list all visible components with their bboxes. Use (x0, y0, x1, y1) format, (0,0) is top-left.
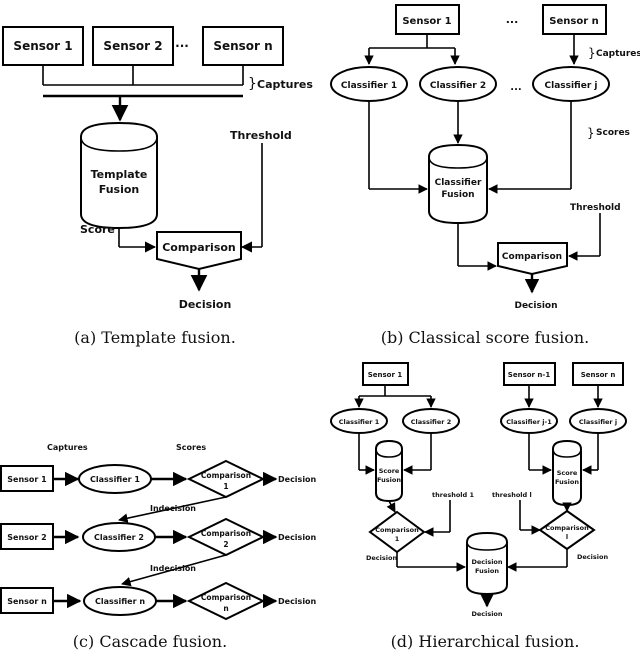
d-caption: (d) Hierarchical fusion. (391, 632, 580, 651)
d-sensor-n1-label: Sensor n-1 (508, 371, 551, 379)
b-comparison-label: Comparison (502, 252, 562, 262)
d-score-fusion-left-line2: Fusion (377, 476, 401, 484)
d-score-fusion-left-line1: Score (379, 467, 400, 475)
panel-b-classical-score-fusion: Sensor 1 ... Sensor n } Captures Classif… (330, 4, 640, 347)
b-classifier-fusion-cylinder (428, 143, 488, 225)
c-sensor-1-label: Sensor 1 (7, 475, 47, 484)
c-comparison-1-line2: 1 (223, 482, 228, 491)
d-classifier-2-label: Classifier 2 (411, 418, 452, 426)
c-classifier-2-label: Classifier 2 (94, 533, 144, 542)
a-sensor-2-label: Sensor 2 (103, 39, 162, 53)
b-classifier-fusion-line2: Fusion (441, 190, 474, 200)
a-captures-label: Captures (257, 78, 313, 91)
d-decision-fusion-cylinder (466, 531, 508, 596)
a-ellipsis: ... (175, 36, 189, 50)
b-classifier-2-label: Classifier 2 (430, 81, 486, 91)
b-ellipsis-top: ... (506, 13, 519, 26)
b-classifier-j-label: Classifier j (545, 81, 598, 91)
b-captures-brace: } (588, 46, 596, 60)
b-decision-label: Decision (514, 301, 557, 311)
a-captures-brace: } (248, 76, 257, 92)
panel-d-hierarchical-fusion: Sensor 1 Sensor n-1 Sensor n Classifier … (330, 362, 627, 651)
d-comparison-l-line1: Comparison (545, 524, 589, 532)
c-comparison-n-line1: Comparison (201, 593, 251, 602)
c-sensor-n-label: Sensor n (7, 597, 47, 606)
d-classifier-j-label: Classifier j (579, 418, 617, 426)
panel-c-cascade-fusion: Captures Scores Sensor 1 Classifier 1 Co… (0, 443, 317, 651)
c-caption: (c) Cascade fusion. (73, 632, 227, 651)
a-comparison-label: Comparison (162, 241, 236, 254)
c-indecision-1-label: Indecision (150, 504, 196, 513)
c-sensor-2-label: Sensor 2 (7, 533, 46, 542)
a-decision-label: Decision (179, 298, 232, 311)
d-score-fusion-right-line1: Score (557, 469, 578, 477)
b-captures-label: Captures (596, 49, 640, 59)
b-ellipsis-mid: ... (510, 82, 521, 93)
b-classifier-1-label: Classifier 1 (341, 81, 397, 91)
d-threshold-1-label: threshold 1 (432, 491, 474, 499)
c-comparison-1-line1: Comparison (201, 471, 251, 480)
c-comparison-2-line2: 2 (223, 540, 228, 549)
a-sensor-1-label: Sensor 1 (13, 39, 72, 53)
c-captures-label: Captures (47, 443, 88, 452)
c-sensor-n-box (0, 587, 54, 614)
a-sensor-n-label: Sensor n (213, 39, 272, 53)
a-template-fusion-line2: Fusion (99, 183, 140, 196)
a-caption: (a) Template fusion. (74, 328, 236, 347)
d-threshold-l-label: threshold l (492, 491, 532, 499)
c-decision-n-label: Decision (278, 597, 317, 606)
c-sensor-2-box (0, 523, 54, 550)
d-classifier-j1-label: Classifier j-1 (506, 418, 552, 426)
d-comparison-1-line1: Comparison (375, 526, 419, 534)
d-decision-fusion-line1: Decision (471, 558, 502, 566)
c-comparison-n-line2: n (223, 604, 228, 613)
b-scores-brace: } (587, 126, 595, 140)
c-decision-2-label: Decision (278, 533, 317, 542)
c-comparison-n-diamond (186, 581, 266, 621)
d-sensor-n-label: Sensor n (581, 371, 616, 379)
c-indecision-2-label: Indecision (150, 564, 196, 573)
b-classifier-fusion-line1: Classifier (435, 178, 482, 188)
c-decision-1-label: Decision (278, 475, 317, 484)
c-comparison-2-line1: Comparison (201, 529, 251, 538)
a-threshold-label: Threshold (230, 129, 292, 142)
b-comparison-box (497, 242, 568, 276)
d-decision-fusion-line2: Fusion (475, 567, 499, 575)
d-decision-final-label: Decision (471, 610, 502, 618)
a-score-label: Score (80, 223, 115, 236)
b-sensor-1-label: Sensor 1 (402, 16, 451, 27)
d-score-fusion-right-line2: Fusion (555, 478, 579, 486)
d-decision-left-label: Decision (366, 554, 397, 562)
c-classifier-1-label: Classifier 1 (90, 475, 140, 484)
c-sensor-1-box (0, 465, 54, 492)
a-comparison-box (156, 231, 242, 271)
d-decision-right-label: Decision (577, 553, 608, 561)
d-classifier-1-label: Classifier 1 (339, 418, 380, 426)
c-classifier-n-label: Classifier n (95, 597, 145, 606)
b-threshold-label: Threshold (570, 203, 621, 213)
d-comparison-l-line2: l (566, 533, 568, 541)
d-comparison-1-line2: 1 (395, 535, 400, 543)
b-sensor-n-label: Sensor n (549, 16, 598, 27)
a-template-fusion-line1: Template (91, 168, 148, 181)
d-sensor-1-label: Sensor 1 (368, 371, 403, 379)
b-caption: (b) Classical score fusion. (381, 328, 590, 347)
c-scores-label: Scores (176, 443, 206, 452)
b-scores-label: Scores (596, 128, 630, 138)
panel-a-template-fusion: Sensor 1 Sensor 2 ... Sensor n } Capture… (2, 26, 313, 347)
